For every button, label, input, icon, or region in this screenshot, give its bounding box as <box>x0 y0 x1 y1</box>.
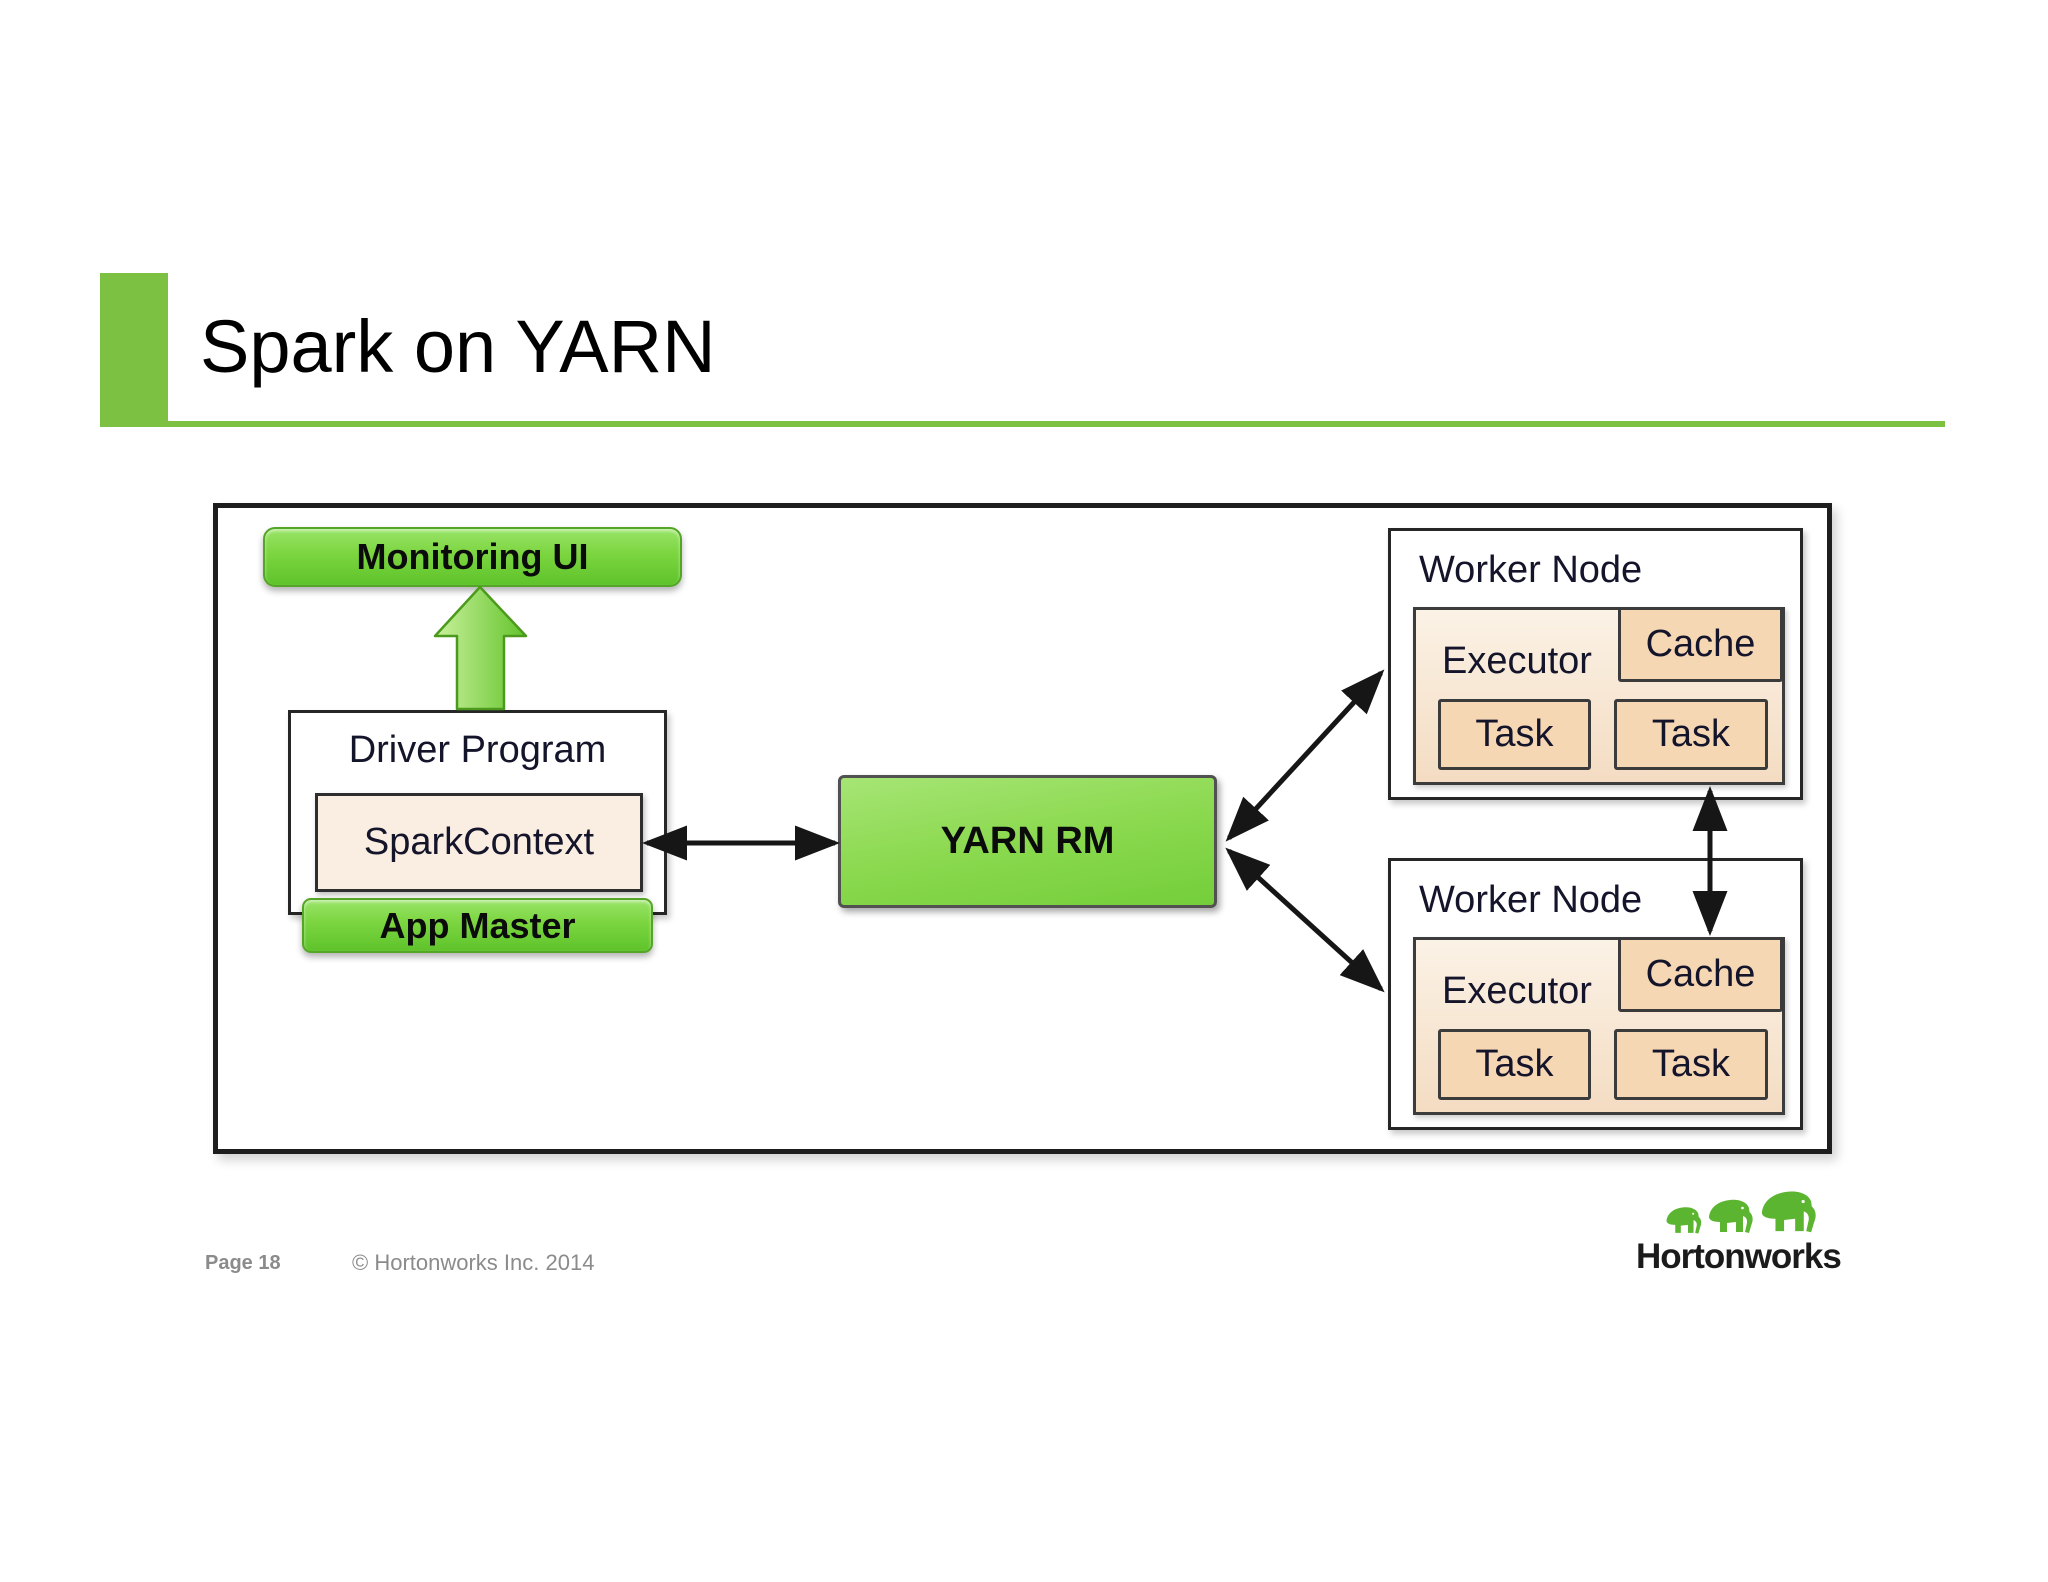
page-number: Page 18 <box>205 1252 281 1274</box>
executor-node-bottom: Executor Cache Task Task <box>1413 937 1785 1115</box>
elephant-icon <box>1666 1207 1702 1234</box>
elephant-icon <box>1709 1199 1753 1233</box>
task-label: Task <box>1651 1043 1731 1085</box>
up-arrow-icon <box>433 585 528 711</box>
copyright-text: © Hortonworks Inc. 2014 <box>352 1250 595 1275</box>
task-label: Task <box>1475 1043 1554 1085</box>
hortonworks-logo: Hortonworks <box>1636 1186 1856 1277</box>
architecture-diagram: Monitoring UI Driver Program SparkContex… <box>213 503 1832 1154</box>
executor-label: Executor <box>1442 970 1592 1012</box>
title-underline <box>100 421 1945 427</box>
page-title: Spark on YARN <box>200 305 716 388</box>
driver-program-label: Driver Program <box>348 729 607 771</box>
monitoring-ui-label: Monitoring UI <box>356 536 589 577</box>
task-label: Task <box>1651 713 1731 755</box>
cache-node: Cache <box>1618 607 1783 682</box>
arrow-yarnrm-workernode-top <box>1225 669 1385 842</box>
task-node: Task <box>1614 699 1768 770</box>
task-node: Task <box>1614 1029 1768 1100</box>
arrow-yarnrm-workernode-bottom <box>1225 847 1385 993</box>
cache-label: Cache <box>1645 953 1756 995</box>
worker-node-bottom: Worker Node Executor Cache Task Task <box>1388 858 1803 1130</box>
yarn-rm-node: YARN RM <box>838 775 1217 908</box>
cache-node: Cache <box>1618 937 1783 1012</box>
title-accent-bar <box>100 273 168 427</box>
worker-node-top-label: Worker Node <box>1419 549 1643 591</box>
task-node: Task <box>1438 1029 1591 1100</box>
task-label: Task <box>1475 713 1554 755</box>
worker-node-bottom-label: Worker Node <box>1419 879 1643 921</box>
executor-label: Executor <box>1442 640 1592 682</box>
task-node: Task <box>1438 699 1591 770</box>
driver-program-node: Driver Program SparkContext <box>288 710 667 915</box>
app-master-node: App Master <box>302 898 653 953</box>
yarn-rm-label: YARN RM <box>940 820 1115 862</box>
executor-node-top: Executor Cache Task Task <box>1413 607 1785 785</box>
cache-label: Cache <box>1645 623 1756 665</box>
spark-context-node: SparkContext <box>315 793 643 892</box>
monitoring-ui-node: Monitoring UI <box>263 527 682 587</box>
app-master-label: App Master <box>379 904 576 946</box>
logo-text: Hortonworks <box>1636 1237 1842 1276</box>
worker-node-top: Worker Node Executor Cache Task Task <box>1388 528 1803 800</box>
elephants-row <box>1664 1186 1856 1236</box>
spark-context-label: SparkContext <box>363 821 595 863</box>
elephant-icon <box>1761 1191 1816 1233</box>
